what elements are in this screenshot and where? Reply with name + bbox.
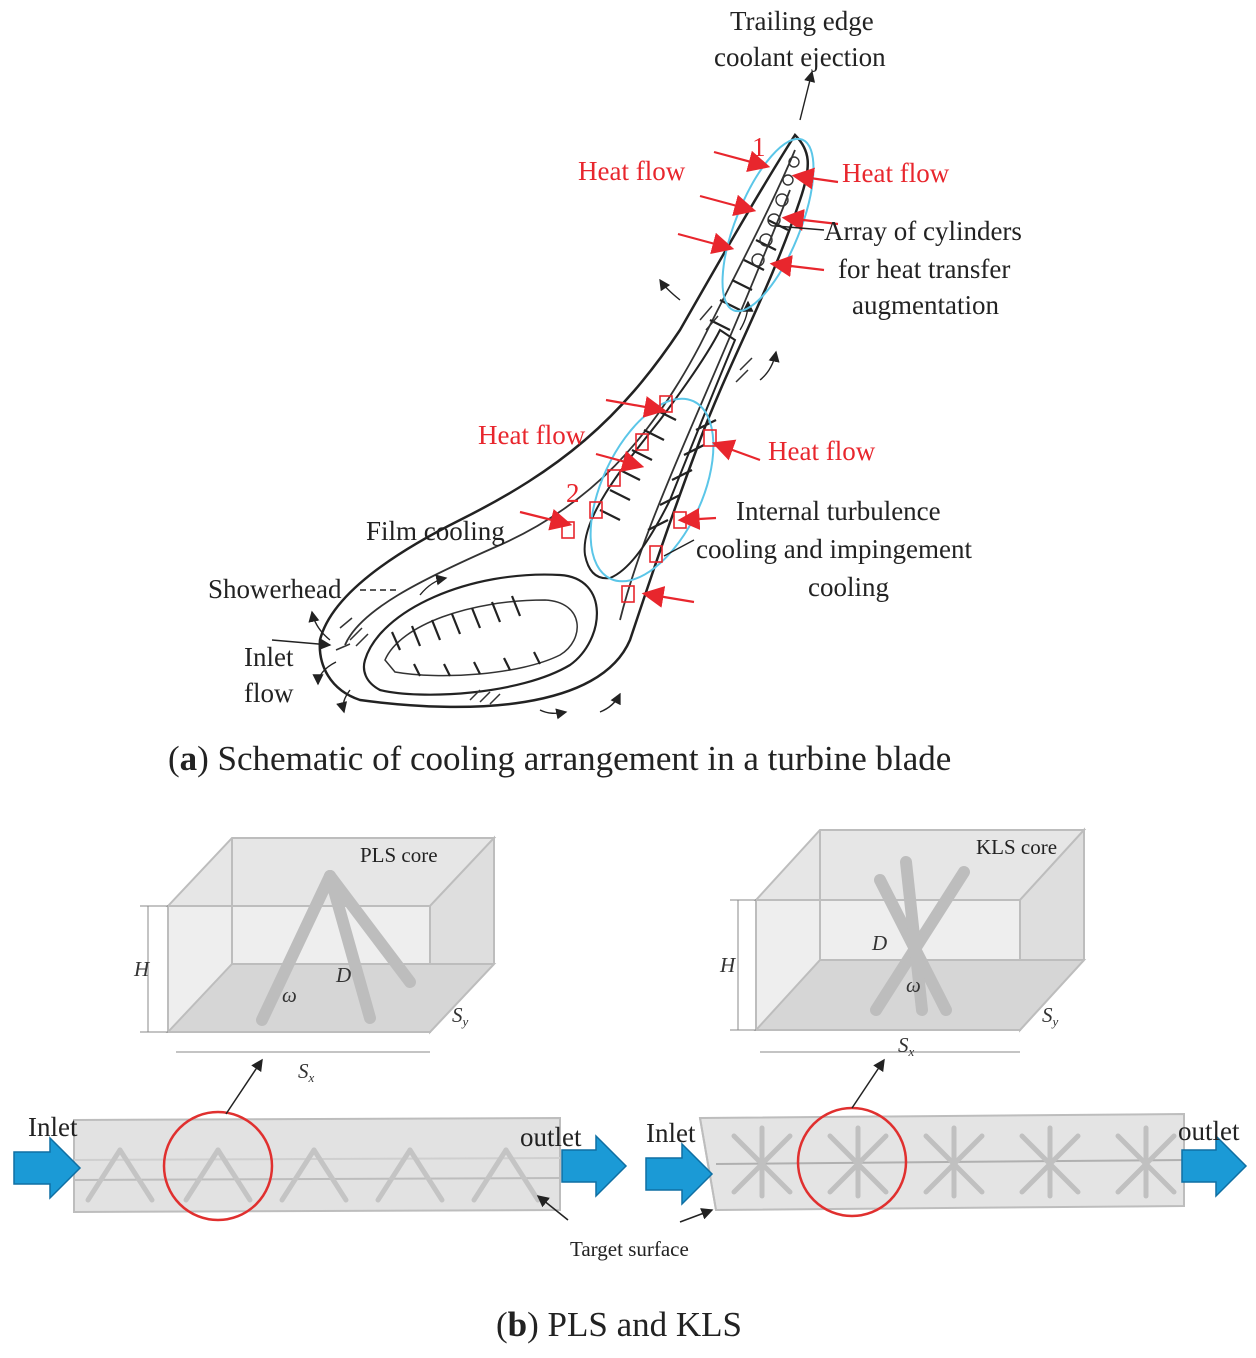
kls-inlet-arrow [645,1142,714,1206]
heat-flow-label-4: Heat flow [768,436,876,466]
lattice-structures: PLS core H D ω Sx Sy KLS core H D ω Sx S… [13,827,1248,1344]
film-cooling-label: Film cooling [366,516,505,546]
heat-flow-label-1: Heat flow [578,156,686,186]
pls-unit-cell [165,835,497,1035]
pls-core-label: PLS core [360,843,438,867]
pls-channel [73,1116,561,1214]
heat-transfer-label: for heat transfer [838,254,1010,284]
coolant-ejection-label: coolant ejection [714,42,886,72]
blade-outline [318,133,810,709]
pls-inlet-label: Inlet [28,1112,78,1142]
kls-core-label: KLS core [976,835,1057,859]
internal-turbulence-label: Internal turbulence [736,496,941,526]
pls-outlet-arrow [561,1134,628,1198]
pls-omega-label: ω [282,983,297,1007]
showerhead-label: Showerhead [208,574,342,604]
kls-outlet-arrow [1181,1134,1248,1198]
kls-inlet-label: Inlet [646,1118,696,1148]
kls-channel [698,1112,1185,1212]
pls-sx-label: Sx [298,1059,315,1085]
zone-2-ellipse [589,397,715,583]
caption-b: (b) PLS and KLS [496,1305,742,1344]
inlet-flow-label-2: flow [244,678,294,708]
cooling-label: cooling [808,572,889,602]
augmentation-label: augmentation [852,290,999,320]
zone-1-label: 1 [752,132,766,162]
kls-sy-label: Sy [1042,1003,1059,1029]
pls-sy-label: Sy [452,1003,469,1029]
pls-highlight-circle [162,1110,274,1222]
leading-cavity [362,573,598,696]
pls-h-label: H [133,957,151,981]
kls-omega-label: ω [906,973,921,997]
impingement-label: cooling and impingement [696,534,972,564]
caption-a: (a) Schematic of cooling arrangement in … [168,739,951,778]
trailing-edge-label: Trailing edge [730,6,874,36]
heat-flow-label-3: Heat flow [478,420,586,450]
zone-1-ellipse [721,137,815,313]
zone-2-label: 2 [566,478,580,508]
heat-flow-label-2: Heat flow [842,158,950,188]
array-cylinders-label: Array of cylinders [824,216,1022,246]
target-surface-label: Target surface [570,1237,689,1261]
kls-outlet-label: outlet [1178,1116,1240,1146]
pls-d-label: D [335,963,351,987]
kls-sx-label: Sx [898,1033,915,1059]
turbine-blade-schematic: Trailing edge coolant ejection 1 Heat fl… [168,6,1022,778]
kls-d-label: D [871,931,887,955]
kls-h-label: H [719,953,737,977]
pls-outlet-label: outlet [520,1122,582,1152]
inlet-flow-label-1: Inlet [244,642,294,672]
pls-inlet-arrow [13,1136,82,1200]
